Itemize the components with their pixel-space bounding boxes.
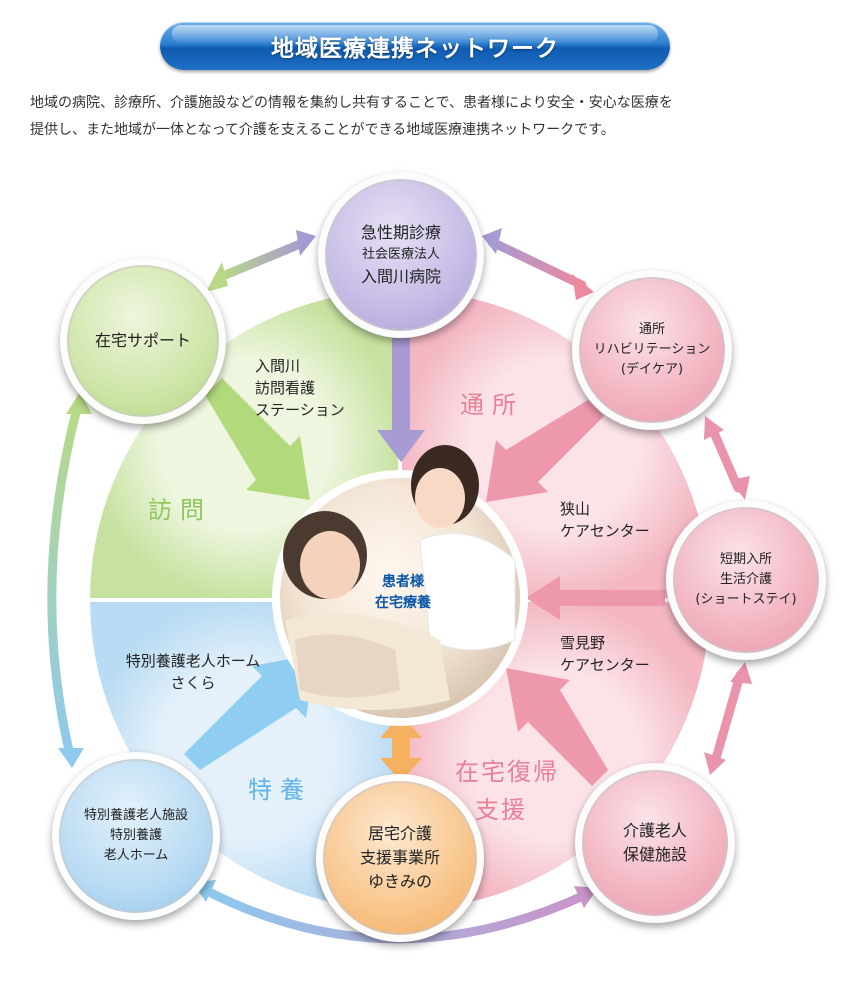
label-yukimino: 雪見野 ケアセンター: [560, 632, 650, 676]
node-short-stay-line-2: 生活介護: [720, 570, 772, 590]
arrowhead-4: [572, 274, 594, 300]
segment-zaitaku-2: 支援: [475, 790, 527, 825]
label-sayama-1: 狭山: [560, 500, 590, 518]
label-yukimino-2: ケアセンター: [560, 656, 650, 674]
arrowhead-7: [730, 662, 752, 684]
label-visiting-nursing-1: 入間川: [255, 357, 300, 375]
node-short-stay[interactable]: 短期入所 生活介護 (ショートステイ): [666, 500, 826, 660]
label-sakura-1: 特別養護老人ホーム: [126, 652, 261, 670]
node-day-rehab-line-2: リハビリテーション: [594, 340, 711, 360]
center-line-1: 患者様: [382, 574, 424, 590]
arrowhead-1: [206, 262, 228, 292]
link-homesupport-nursinghome: [52, 405, 78, 755]
node-nursing-home-line-2: 特別養護: [110, 826, 162, 846]
label-sakura-2: さくら: [170, 674, 215, 692]
label-yukimino-1: 雪見野: [560, 634, 605, 652]
label-sayama: 狭山 ケアセンター: [560, 498, 650, 542]
segment-zaitaku-1: 在宅復帰: [455, 752, 559, 787]
node-care-support[interactable]: 居宅介護 支援事業所 ゆきみの: [316, 774, 484, 942]
link-shortstay-health: [715, 675, 740, 762]
node-day-rehab-line-1: 通所: [639, 320, 665, 340]
node-home-support[interactable]: 在宅サポート: [60, 258, 226, 424]
link-dayrehab-shortstay: [712, 428, 738, 488]
node-nursing-home-line-1: 特別養護老人施設: [84, 806, 188, 826]
node-short-stay-line-3: (ショートステイ): [695, 590, 796, 610]
node-acute-hospital[interactable]: 急性期診療 社会医療法人 入間川病院: [318, 172, 484, 338]
arrowhead-10: [58, 748, 84, 768]
label-sayama-2: ケアセンター: [560, 522, 650, 540]
segment-houmon: 訪問: [148, 490, 212, 525]
node-day-rehab[interactable]: 通所 リハビリテーション (デイケア): [572, 270, 732, 430]
center-label: 患者様 在宅療養: [365, 572, 441, 614]
nurse-face: [415, 468, 465, 528]
node-acute-line-3: 入間川病院: [361, 265, 441, 289]
node-short-stay-line-1: 短期入所: [720, 550, 772, 570]
label-sakura: 特別養護老人ホーム さくら: [103, 650, 283, 694]
node-nursing-home[interactable]: 特別養護老人施設 特別養護 老人ホーム: [52, 752, 220, 920]
link-homesupport-acute: [218, 242, 305, 278]
segment-tsusho: 通所: [460, 385, 524, 420]
patient-face: [300, 531, 360, 599]
node-day-rehab-line-3: (デイケア): [621, 360, 683, 380]
label-visiting-nursing-3: ステーション: [255, 401, 345, 419]
node-acute-line-1: 急性期診療: [361, 221, 441, 245]
label-visiting-nursing: 入間川 訪問看護 ステーション: [255, 355, 345, 421]
arrowhead-6: [730, 476, 750, 500]
node-care-support-line-2: 支援事業所: [360, 846, 440, 870]
node-nursing-home-line-3: 老人ホーム: [104, 846, 169, 866]
segment-tokuyo: 特養: [248, 770, 312, 805]
node-health-facility-line-1: 介護老人: [623, 819, 687, 843]
node-care-support-line-3: ゆきみの: [368, 870, 432, 894]
node-health-facility-line-2: 保健施設: [623, 843, 687, 867]
link-acute-dayrehab: [492, 242, 582, 285]
arrowhead-2: [296, 230, 316, 256]
node-acute-line-2: 社会医療法人: [362, 245, 440, 265]
node-care-support-line-1: 居宅介護: [368, 822, 432, 846]
node-health-facility[interactable]: 介護老人 保健施設: [575, 763, 735, 923]
node-home-support-line-1: 在宅サポート: [95, 329, 191, 353]
center-line-2: 在宅療養: [375, 595, 431, 611]
label-visiting-nursing-2: 訪問看護: [255, 379, 315, 397]
